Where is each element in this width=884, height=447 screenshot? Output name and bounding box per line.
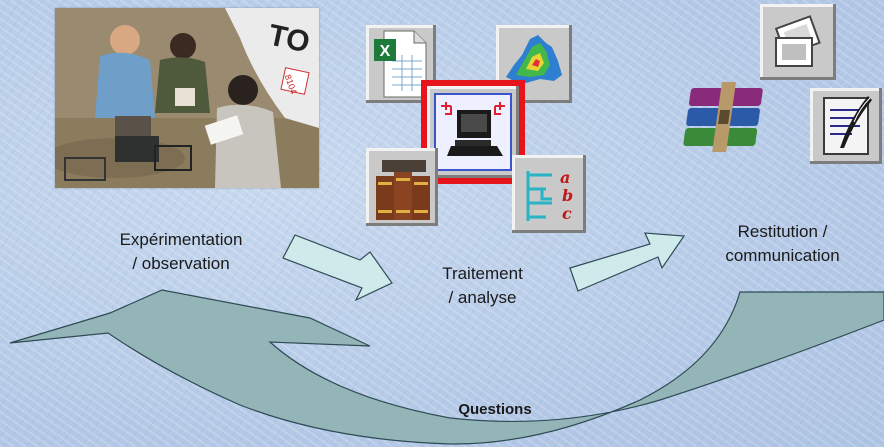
label-traitement: Traitement / analyse — [442, 264, 523, 307]
arrow-to-restitution — [569, 232, 686, 292]
slides-icon — [760, 4, 836, 80]
spreadsheet-tile: X — [366, 25, 436, 108]
document-tile — [810, 88, 882, 169]
spreadsheet-icon: X — [366, 25, 436, 103]
archive-tile — [682, 82, 774, 161]
tree-diagram-icon: abc — [512, 155, 586, 233]
svg-text:b: b — [562, 186, 573, 205]
label-questions: Questions — [458, 401, 532, 418]
svg-text:c: c — [562, 204, 572, 223]
document-quill-icon — [810, 88, 882, 164]
feedback-curve-arrow — [9, 289, 884, 445]
label-experimentation: Expérimentation / observation — [119, 230, 243, 273]
archive-icon — [683, 82, 763, 152]
field-work-photo: TO 8104 — [55, 8, 319, 188]
svg-text:a: a — [560, 168, 570, 187]
books-tile — [366, 148, 438, 231]
books-icon — [366, 148, 438, 226]
svg-text:X: X — [380, 43, 391, 60]
slides-tile — [760, 4, 836, 85]
computer-workstation-icon — [421, 80, 525, 184]
label-restitution: Restitution / communication — [725, 222, 840, 265]
arrow-to-traitement — [282, 234, 393, 302]
computer-tile-highlighted — [421, 80, 525, 189]
